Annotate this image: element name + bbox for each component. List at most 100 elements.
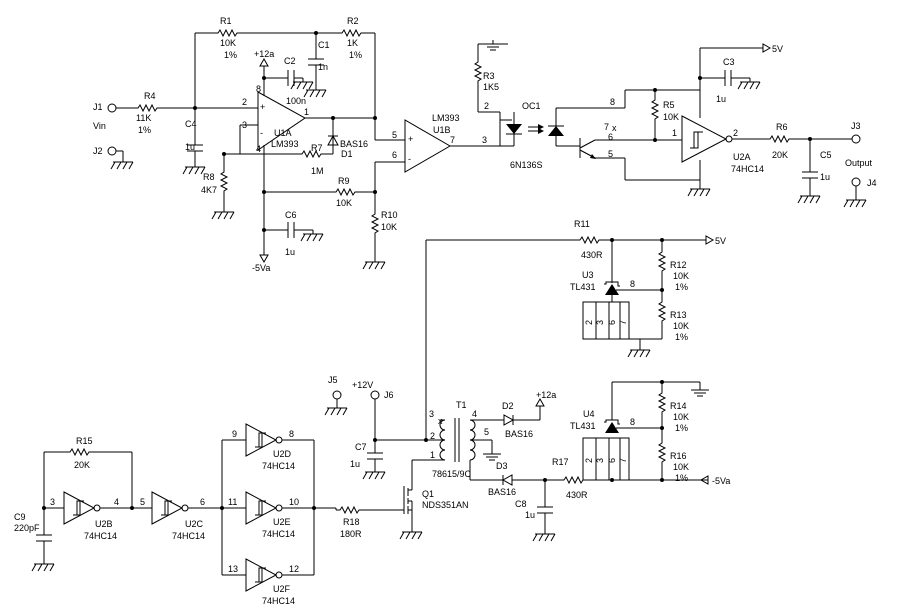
svg-text:6: 6	[392, 150, 397, 160]
u4-part: TL431	[570, 421, 596, 431]
d2-ref: D2	[502, 401, 514, 411]
r3-ref: R3	[483, 71, 495, 81]
r15-value: 20K	[74, 460, 90, 470]
svg-text:6: 6	[200, 497, 205, 507]
svg-text:12: 12	[289, 564, 299, 574]
u2b-part: 74HC14	[84, 531, 117, 541]
r6-value: 20K	[772, 150, 788, 160]
r9-ref: R9	[338, 176, 350, 186]
svg-text:7: 7	[618, 458, 628, 463]
svg-text:5: 5	[140, 497, 145, 507]
svg-text:3: 3	[50, 497, 55, 507]
q1-ref: Q1	[422, 489, 434, 499]
svg-text:2: 2	[430, 431, 435, 441]
u2e-ref: U2E	[273, 517, 291, 527]
u2a-schmitt	[681, 115, 728, 163]
r16-tol: 1%	[675, 473, 688, 483]
u2b-ref: U2B	[95, 519, 113, 529]
q1-part: NDS351AN	[422, 500, 469, 510]
svg-text:7: 7	[604, 122, 609, 132]
t1-ref: T1	[456, 400, 467, 410]
d2-part: BAS16	[505, 429, 533, 439]
u4-ref: U4	[583, 409, 595, 419]
r8-value: 4K7	[201, 185, 217, 195]
d2-diode	[503, 414, 515, 426]
svg-text:3: 3	[595, 320, 605, 325]
u2a-part: 74HC14	[731, 164, 764, 174]
r5-ref: R5	[663, 100, 675, 110]
c9-value: 220pF	[14, 523, 40, 533]
c3-value: 1u	[716, 94, 726, 104]
c7-ref: C7	[355, 442, 367, 452]
t1-primary	[439, 419, 446, 461]
output-stage: 5V C3 1u 1 2 U2A 74HC14 R6 20K C5 1u J3 …	[672, 43, 877, 208]
c4-ref: C4	[185, 119, 197, 129]
r12-ref: R12	[670, 260, 687, 270]
r10-ref: R10	[381, 210, 398, 220]
c3-ref: C3	[723, 57, 735, 67]
u2c-schmitt	[151, 491, 189, 525]
svg-text:3: 3	[429, 409, 434, 419]
svg-text:4: 4	[256, 144, 261, 154]
u3-shunt	[605, 284, 619, 295]
svg-text:-: -	[260, 128, 263, 138]
r4-ref: R4	[144, 91, 156, 101]
j3-ref: J3	[851, 121, 861, 131]
r9-value: 10K	[336, 198, 352, 208]
svg-text:5: 5	[484, 427, 489, 437]
rail-p5v-1: 5V	[772, 44, 783, 54]
c9-ref: C9	[14, 512, 26, 522]
svg-text:1: 1	[672, 128, 677, 138]
u1b-ref: U1B	[433, 125, 451, 135]
oc1-photodiode	[548, 126, 564, 136]
r14-ref: R14	[670, 401, 687, 411]
svg-text:8: 8	[630, 279, 635, 289]
svg-text:8: 8	[256, 84, 261, 94]
r7-value: 1M	[311, 166, 324, 176]
d3-part: BAS16	[488, 487, 516, 497]
r4-value: 11K	[136, 113, 151, 123]
r11-ref: R11	[574, 219, 590, 229]
rail-m5va-2: -5Va	[712, 476, 730, 486]
svg-text:11: 11	[228, 497, 237, 507]
svg-text:9: 9	[232, 429, 237, 439]
oscillator-stage: R15 20K 3 4 U2B 74HC14 C9 220pF 5 6 U2C …	[14, 423, 365, 606]
rail-p12a-1: +12a	[254, 49, 274, 59]
svg-text:7: 7	[450, 135, 455, 145]
j6-ref: J6	[384, 390, 394, 400]
svg-text:2: 2	[242, 97, 247, 107]
r14-tol: 1%	[675, 423, 688, 433]
j1-ref: J1	[93, 102, 103, 112]
svg-text:4: 4	[472, 409, 477, 419]
svg-text:8: 8	[630, 417, 635, 427]
c7-value: 1u	[350, 459, 360, 469]
svg-text:7: 7	[618, 320, 628, 325]
j2-ref: J2	[93, 146, 103, 156]
r14-value: 10K	[673, 412, 689, 422]
u1b-part: LM393	[432, 113, 460, 123]
c1-value: 1n	[318, 62, 328, 72]
c8-ref: C8	[515, 499, 527, 509]
u1b-stage: + - 5 6 7 LM393 U1B R10 10K 3	[362, 113, 500, 270]
r2-tol: 1%	[349, 50, 362, 60]
u2e-part: 74HC14	[262, 529, 295, 539]
u2a-ref: U2A	[733, 152, 751, 162]
d1-part: BAS16	[340, 139, 368, 149]
svg-text:8: 8	[610, 97, 615, 107]
u2f-ref: U2F	[273, 584, 291, 594]
transformer-stage: +12V J6 C7 1u J5 x 3 2 1 T1 78615/9C 4 5	[324, 375, 556, 542]
c2-ref: C2	[284, 56, 296, 66]
u2d-ref: U2D	[273, 449, 292, 459]
u1a-part: LM393	[271, 139, 299, 149]
svg-text:2: 2	[584, 458, 594, 463]
svg-text:4: 4	[114, 497, 119, 507]
u2c-ref: U2C	[185, 519, 204, 529]
svg-text:8: 8	[289, 429, 294, 439]
svg-text:x: x	[438, 416, 443, 426]
u3-ref: U3	[582, 270, 594, 280]
svg-text:-: -	[408, 154, 411, 164]
input-stage: J1 Vin R4 11K 1% C4 1u J2 R1 10K 1%	[93, 16, 377, 273]
svg-text:1: 1	[430, 450, 435, 460]
svg-text:3: 3	[595, 458, 605, 463]
